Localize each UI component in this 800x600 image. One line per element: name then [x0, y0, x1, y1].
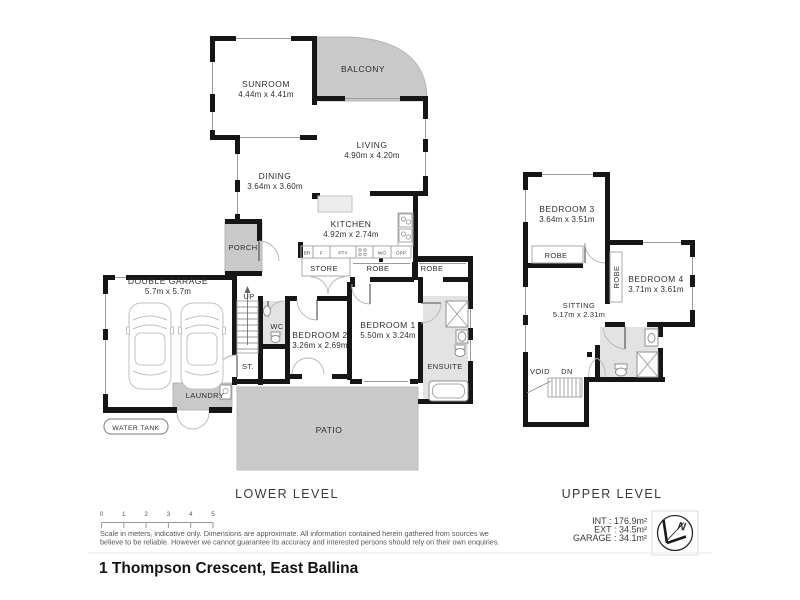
label-bedroom4: BEDROOM 4 [628, 274, 684, 284]
label-sunroom: SUNROOM [242, 79, 290, 89]
label-bedroom2: BEDROOM 2 [292, 330, 348, 340]
label-dining-dims: 3.64m x 3.60m [247, 182, 303, 191]
scale-tick-2: 2 [144, 511, 148, 518]
label-kitchen-dims: 4.92m x 2.74m [323, 230, 379, 239]
label-bedroom2-dims: 3.26m x 2.69m [292, 341, 348, 350]
label-robe-a: ROBE [367, 264, 390, 273]
scale-tick-0: 0 [100, 511, 104, 518]
label-sunroom-dims: 4.44m x 4.41m [238, 90, 294, 99]
store-box [301, 257, 351, 277]
label-water-tank: WATER TANK [112, 425, 159, 432]
label-robe4: ROBE [612, 266, 621, 289]
robe4-box [609, 251, 623, 303]
label-dining: DINING [259, 171, 292, 181]
compass-circle [656, 514, 694, 552]
label-sitting: SITTING [563, 301, 595, 310]
stat-int: INT : 176.9m² [592, 516, 647, 526]
lower-level-plan: SUNROOM 4.44m x 4.41m BALCONY LIVING 4.9… [103, 36, 473, 471]
label-store: STORE [310, 264, 338, 273]
label-laundry: LAUNDRY [186, 391, 225, 400]
label-cab-wo: WO [378, 251, 387, 257]
north-label: N [677, 520, 688, 533]
label-bedroom3-dims: 3.64m x 3.51m [539, 215, 595, 224]
scale-bar: 0 1 2 3 4 5 [100, 511, 215, 528]
car [126, 302, 174, 390]
scale-tick-5: 5 [211, 511, 215, 518]
scale-tick-3: 3 [167, 511, 171, 518]
upper-bathroom-fixtures [614, 328, 659, 378]
property-address: 1 Thompson Crescent, East Ballina [99, 560, 359, 577]
garage-cars [126, 302, 226, 390]
label-void: VOID [530, 367, 550, 376]
lower-windows [105, 38, 471, 394]
bathroom-fixtures [219, 300, 469, 402]
label-living-dims: 4.90m x 4.20m [344, 151, 400, 160]
lower-labels: SUNROOM 4.44m x 4.41m BALCONY LIVING 4.9… [112, 64, 462, 435]
label-dn: DN [561, 367, 573, 376]
stairs-up [236, 286, 259, 354]
upper-windows [525, 174, 693, 352]
upper-level-plan: BEDROOM 3 3.64m x 3.51m ROBE ROBE BEDROO… [523, 172, 695, 427]
upper-labels: BEDROOM 3 3.64m x 3.51m ROBE ROBE BEDROO… [530, 204, 684, 376]
patio-area [236, 386, 419, 471]
robe3-box [531, 245, 584, 264]
upper-walls [523, 172, 695, 427]
label-up: UP [243, 292, 254, 301]
label-bedroom1: BEDROOM 1 [360, 320, 416, 330]
north-arrow: N [651, 510, 699, 556]
upper-doors [584, 242, 626, 378]
label-bedroom4-dims: 3.71m x 3.61m [628, 285, 684, 294]
label-bedroom3: BEDROOM 3 [539, 204, 595, 214]
stat-garage: GARAGE : 34.1m² [573, 533, 647, 543]
label-cab-f: F [320, 251, 323, 257]
label-cab-pty: PTY [338, 251, 348, 257]
water-tank-box [103, 418, 169, 435]
label-wc: WC [270, 322, 283, 331]
porch-area [224, 221, 263, 274]
label-robe3: ROBE [545, 251, 568, 260]
label-garage-dims: 5.7m x 5.7m [145, 287, 191, 296]
lower-walls [103, 36, 473, 413]
stairs-down [526, 377, 583, 398]
label-garage: DOUBLE GARAGE [128, 276, 208, 286]
area-stats: INT : 176.9m² EXT : 34.5m² GARAGE : 34.1… [573, 516, 647, 543]
kitchen-fixtures [300, 195, 414, 259]
label-st: ST. [242, 362, 254, 371]
disclaimer-line-1: Scale in meters, indicative only. Dimens… [100, 529, 489, 538]
disclaimer-line-2: believe to be reliable. However we canno… [100, 538, 500, 547]
label-porch: PORCH [228, 243, 257, 252]
lower-level-title: LOWER LEVEL [235, 487, 339, 501]
label-robe-b: ROBE [421, 264, 444, 273]
stat-ext: EXT : 34.5m² [594, 525, 647, 535]
label-bedroom1-dims: 5.50m x 3.24m [360, 331, 416, 340]
label-cab-opp: OPP [396, 251, 406, 257]
label-living: LIVING [357, 140, 388, 150]
label-sitting-dims: 5.17m x 2.31m [553, 310, 605, 319]
car [178, 302, 226, 390]
label-ensuite: ENSUITE [427, 362, 462, 371]
scale-tick-4: 4 [189, 511, 193, 518]
scale-tick-1: 1 [122, 511, 126, 518]
upper-level-title: UPPER LEVEL [562, 487, 663, 501]
label-kitchen: KITCHEN [331, 219, 372, 229]
label-balcony: BALCONY [341, 64, 385, 74]
label-cab-br: BR [304, 251, 311, 257]
label-patio: PATIO [316, 425, 343, 435]
footer: LOWER LEVEL UPPER LEVEL 0 1 2 3 4 5 Scal… [88, 487, 712, 577]
